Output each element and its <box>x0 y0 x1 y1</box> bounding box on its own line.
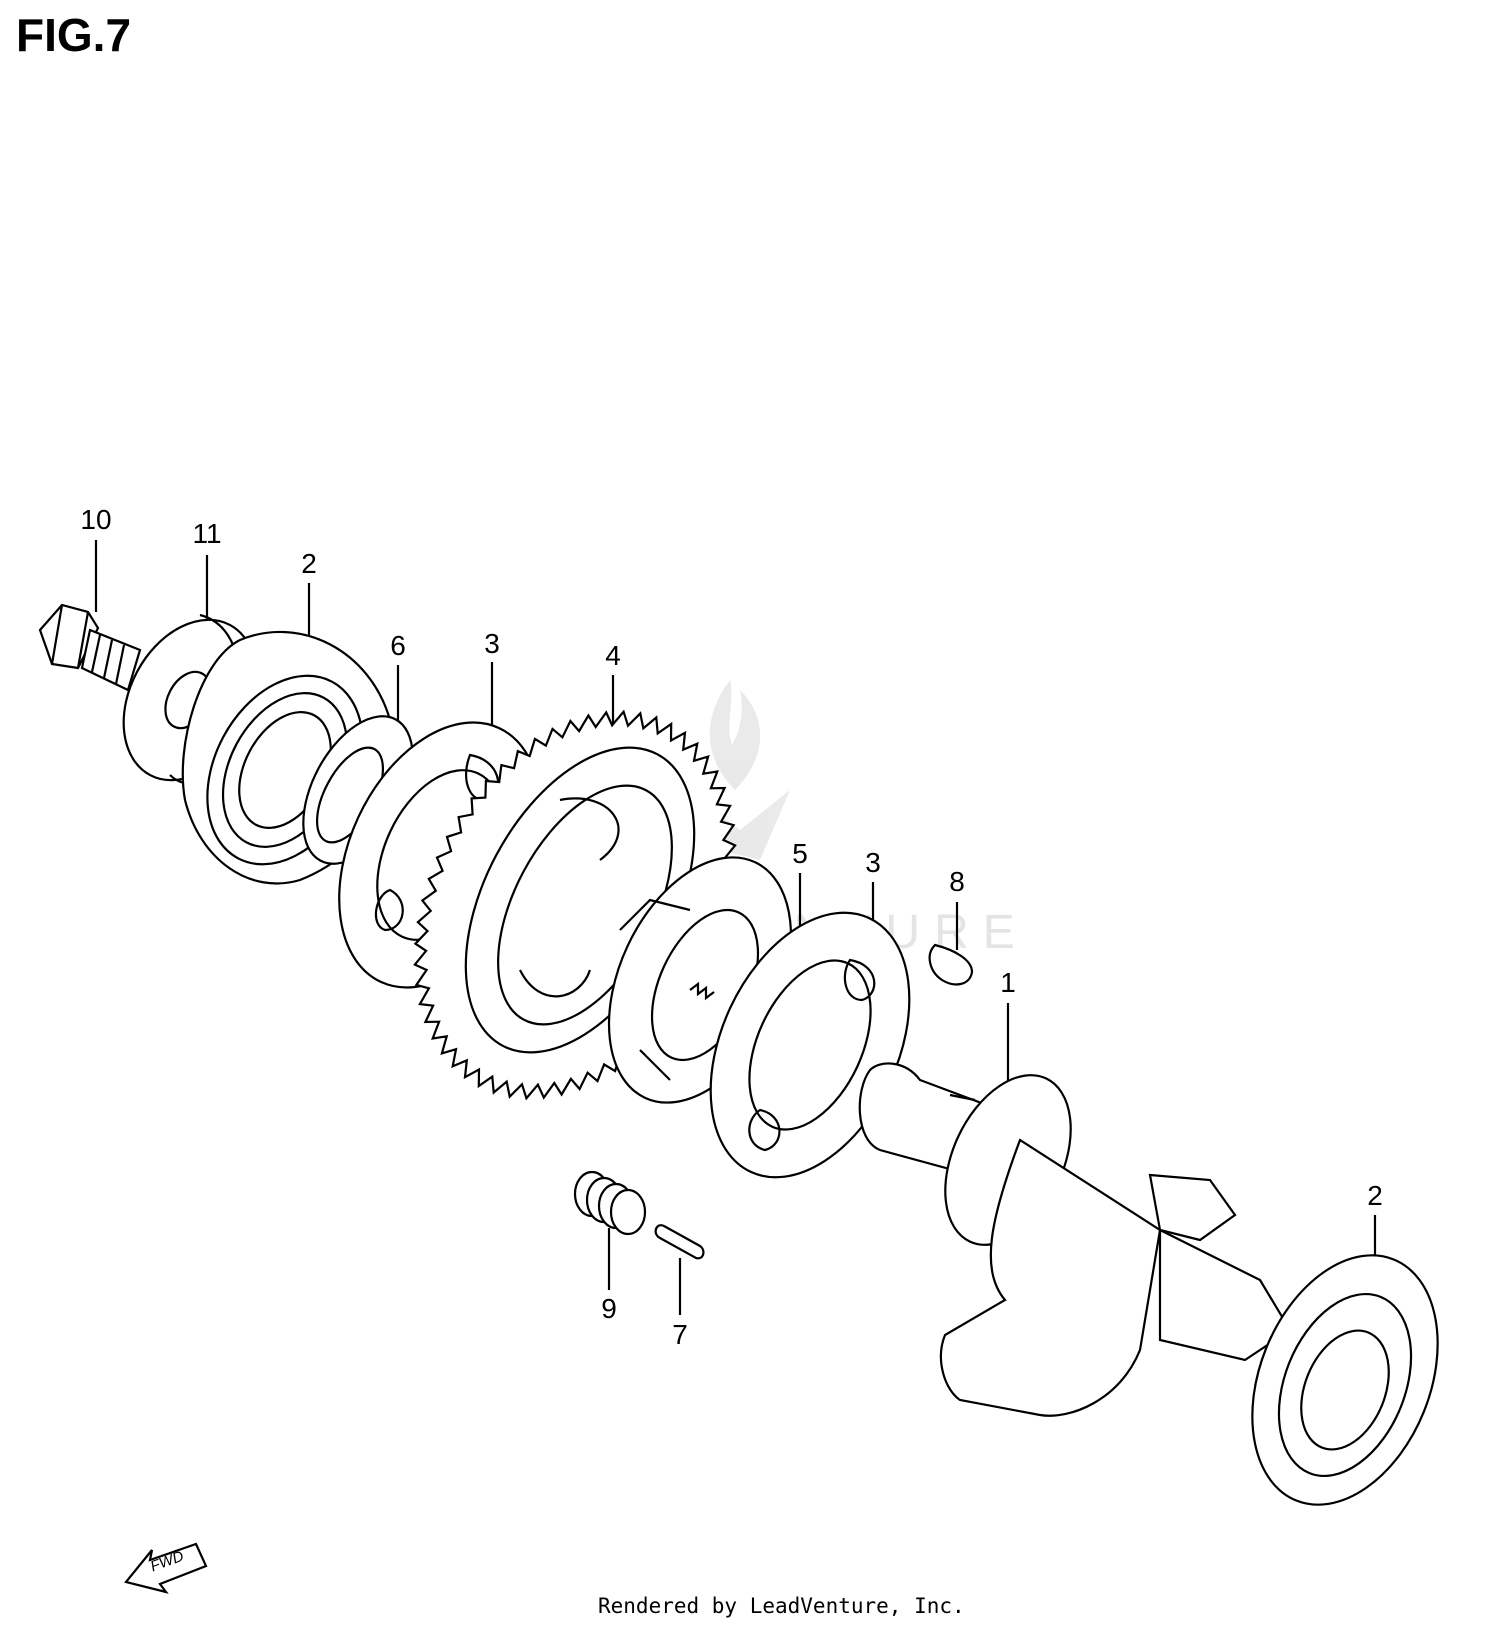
credit-text: Rendered by LeadVenture, Inc. <box>598 1594 965 1618</box>
callout-8: 8 <box>949 866 965 897</box>
pin-part-7 <box>654 1224 705 1260</box>
callout-3-left: 3 <box>484 628 500 659</box>
callout-6: 6 <box>390 630 406 661</box>
figure-title: FIG.7 <box>16 9 132 61</box>
callout-3-right: 3 <box>865 847 881 878</box>
fwd-arrow-icon <box>124 1542 208 1594</box>
callout-2-left: 2 <box>301 548 317 579</box>
bearing-part-2-right <box>1251 1254 1439 1506</box>
callout-5: 5 <box>792 838 808 869</box>
bolt-part-10 <box>38 603 142 692</box>
callout-2-right: 2 <box>1367 1180 1383 1211</box>
callout-10: 10 <box>80 504 112 535</box>
spring-part-9 <box>573 1170 647 1236</box>
callout-1: 1 <box>1000 967 1016 998</box>
key-part-8 <box>928 943 974 986</box>
balancer-shaft-part-1 <box>858 1062 1292 1417</box>
callout-7: 7 <box>672 1319 688 1350</box>
callout-11: 11 <box>192 518 222 549</box>
callout-4: 4 <box>605 640 621 671</box>
callout-9: 9 <box>601 1293 617 1324</box>
